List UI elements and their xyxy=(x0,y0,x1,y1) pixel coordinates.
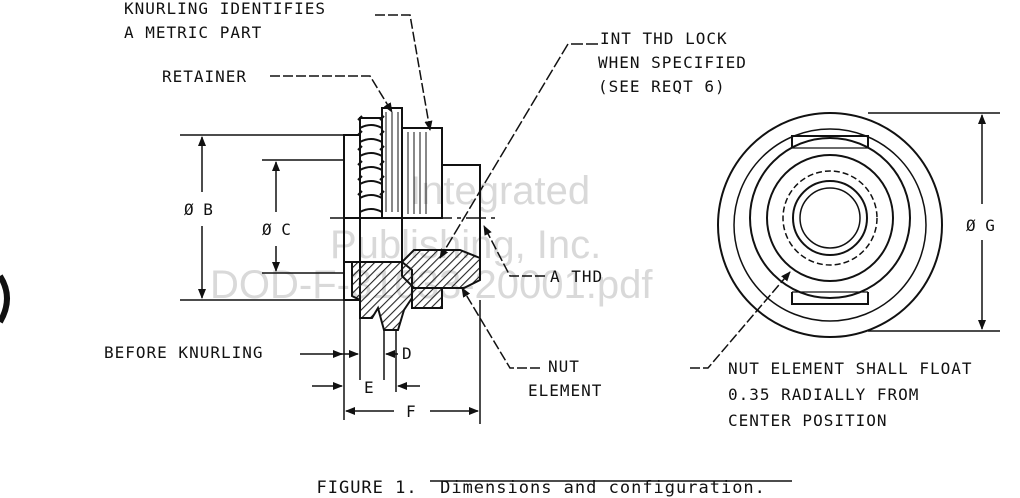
dim-f-lines xyxy=(345,300,481,424)
float-label-2: 0.35 RADIALLY FROM xyxy=(728,385,920,404)
before-knurling-label: BEFORE KNURLING xyxy=(104,343,264,362)
dim-d-label: D xyxy=(402,344,412,363)
nut-element-section xyxy=(401,249,481,289)
leader-a-thd xyxy=(483,225,545,277)
dim-d-lines xyxy=(300,300,398,380)
caption-prefix: FIGURE 1. xyxy=(316,478,418,498)
watermark-line-1: Integrated xyxy=(410,169,591,213)
front-view xyxy=(717,112,943,338)
top-tab xyxy=(791,135,869,148)
side-view xyxy=(330,107,498,331)
dim-e-label: E xyxy=(364,378,374,397)
nut-element-label-2: ELEMENT xyxy=(528,381,603,400)
leader-int-thd xyxy=(439,43,598,259)
nut-shoulder xyxy=(442,164,481,218)
knurl-ring xyxy=(733,128,927,322)
int-thd-label-3: (SEE REQT 6) xyxy=(598,77,726,96)
figure-caption: FIGURE 1. Dimensions and configuration. xyxy=(294,458,766,498)
shell xyxy=(401,127,443,219)
bottom-tab xyxy=(791,292,869,305)
dim-b-label: Ø B xyxy=(184,200,213,219)
edge-mark xyxy=(0,274,10,324)
bore-circle xyxy=(792,180,868,256)
dim-g-lines xyxy=(868,112,1000,332)
float-label-1: NUT ELEMENT SHALL FLOAT xyxy=(728,359,973,378)
caption-text: Dimensions and configuration. xyxy=(440,478,766,498)
dim-c-label: Ø C xyxy=(262,220,291,239)
float-label-3: CENTER POSITION xyxy=(728,411,888,430)
retainer-ring xyxy=(749,137,911,299)
leader-float xyxy=(690,271,791,369)
dim-f-label: F xyxy=(406,402,416,421)
retainer-label: RETAINER xyxy=(162,67,248,86)
dim-g-label: Ø G xyxy=(966,216,995,235)
a-thd-label: A THD xyxy=(550,267,604,286)
knurling-label-1: KNURLING IDENTIFIES xyxy=(124,0,327,18)
dim-b-lines xyxy=(180,134,344,301)
nut-element-label-1: NUT xyxy=(548,357,580,376)
knurling-label-2: A METRIC PART xyxy=(124,23,263,42)
dim-e-lines xyxy=(312,300,420,420)
outer-circle xyxy=(717,112,943,338)
leader-retainer xyxy=(270,75,393,113)
drawing xyxy=(0,14,1000,482)
dim-c-lines xyxy=(262,159,344,274)
int-thd-label-2: WHEN SPECIFIED xyxy=(598,53,747,72)
int-thd-label-1: INT THD LOCK xyxy=(600,29,728,48)
knurl-section xyxy=(357,115,385,219)
leader-knurling xyxy=(375,14,433,131)
leader-nut-element xyxy=(461,287,540,369)
